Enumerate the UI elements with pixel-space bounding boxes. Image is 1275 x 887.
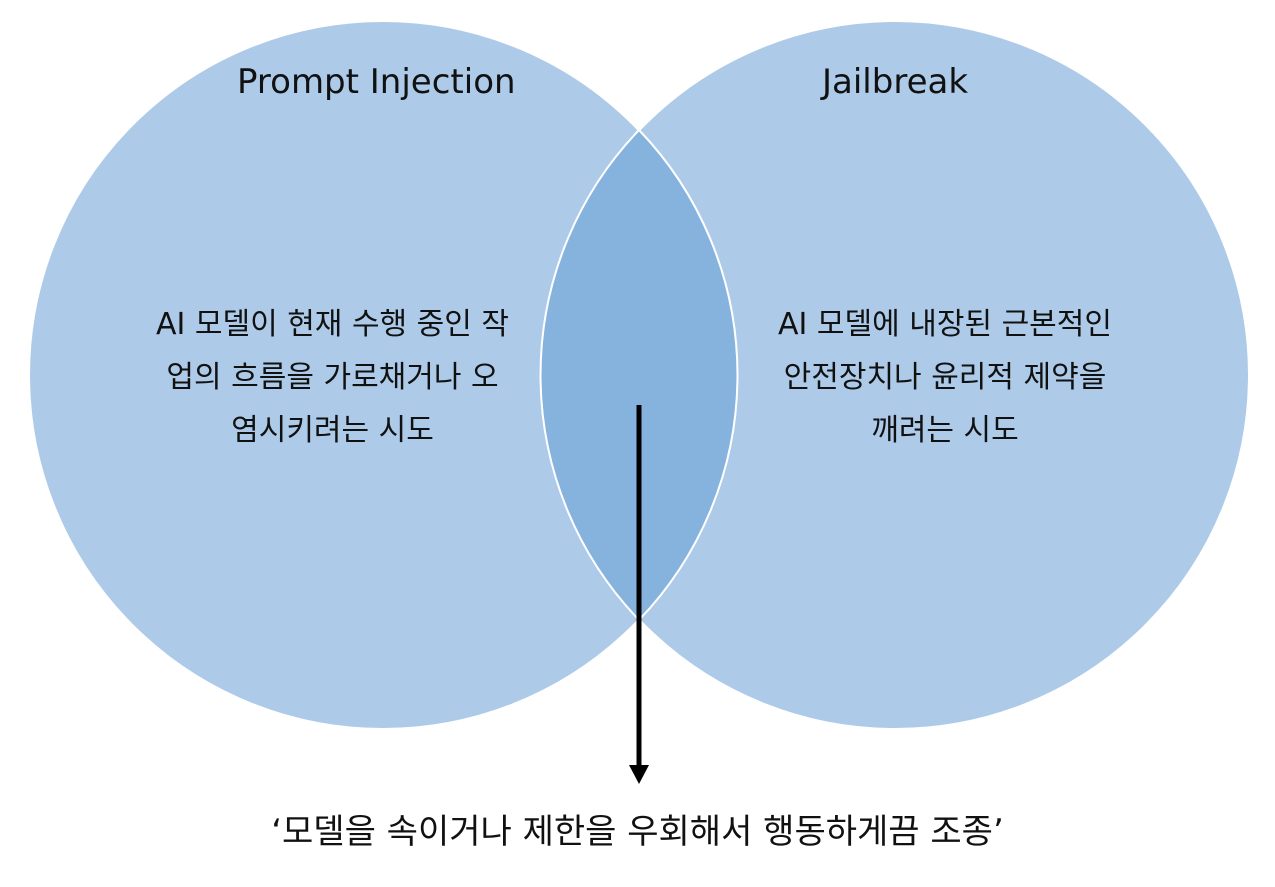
- prompt-injection-description: AI 모델이 현재 수행 중인 작 업의 흐름을 가로채거나 오 염시키려는 시…: [105, 298, 560, 457]
- pointer-arrow-head: [629, 765, 649, 784]
- description-line: AI 모델에 내장된 근본적인: [778, 307, 1112, 342]
- description-line: 깨려는 시도: [871, 413, 1019, 448]
- overlap-outline-left: [539, 129, 640, 621]
- description-line: 업의 흐름을 가로채거나 오: [166, 360, 499, 395]
- prompt-injection-title: Prompt Injection: [237, 62, 516, 102]
- intersection-caption: ‘모델을 속이거나 제한을 우회해서 행동하게끔 조종’: [271, 812, 1004, 852]
- description-line: 안전장치나 윤리적 제약을: [783, 360, 1107, 395]
- jailbreak-title: Jailbreak: [822, 62, 969, 102]
- description-line: AI 모델이 현재 수행 중인 작: [155, 307, 510, 342]
- description-line: 염시키려는 시도: [231, 413, 434, 448]
- jailbreak-description: AI 모델에 내장된 근본적인 안전장치나 윤리적 제약을 깨려는 시도: [730, 298, 1160, 457]
- overlap-outline-right: [638, 129, 739, 621]
